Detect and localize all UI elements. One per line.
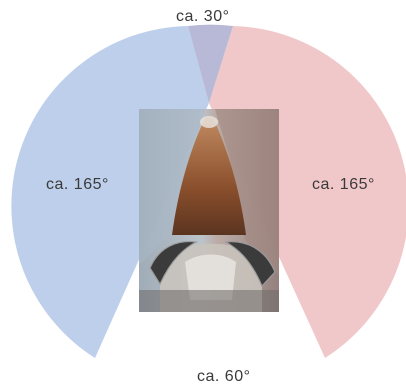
blind-spot-angle-label: ca. 60° [197, 369, 250, 385]
horse-photo [139, 109, 279, 312]
left-field-angle-label: ca. 165° [46, 177, 109, 193]
binocular-angle-label: ca. 30° [176, 9, 229, 25]
right-field-angle-label: ca. 165° [312, 177, 375, 193]
